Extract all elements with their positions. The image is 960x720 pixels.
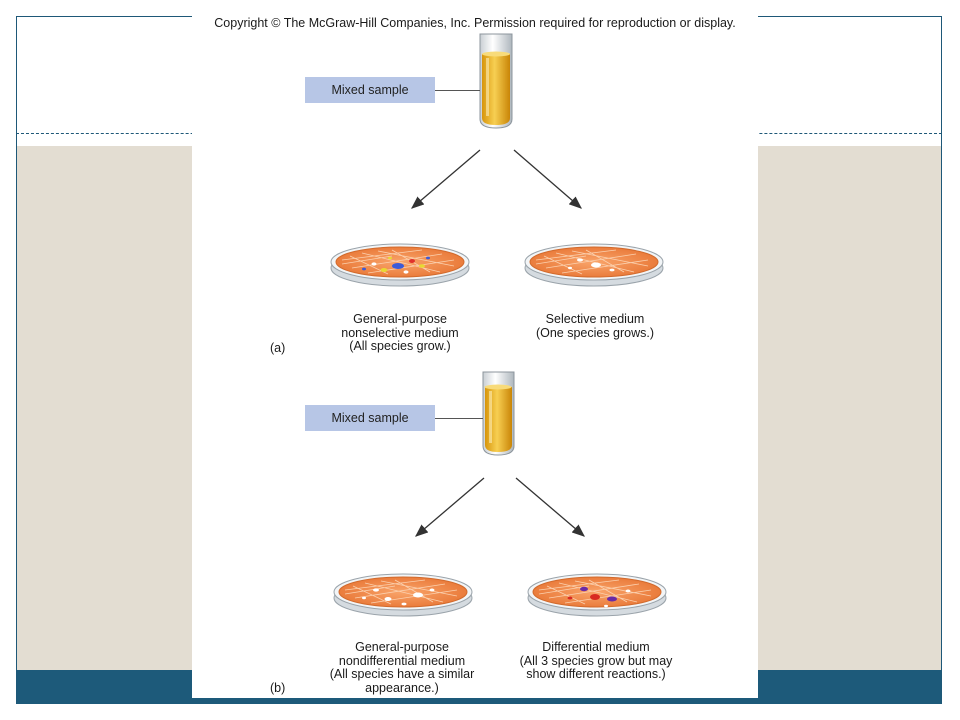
test-tube-a — [479, 33, 513, 129]
caption-differential: Differential medium (All 3 species grow … — [519, 640, 673, 681]
arrow-b-right — [515, 477, 585, 537]
caption-nondifferential: General-purpose nondifferential medium (… — [329, 640, 475, 695]
caption-nonselective: General-purpose nonselective medium (All… — [341, 312, 459, 353]
label-connector-a — [435, 90, 480, 91]
arrow-a-left — [411, 149, 481, 209]
caption-selective: Selective medium (One species grows.) — [535, 312, 655, 340]
petri-dish-differential — [527, 573, 667, 617]
mixed-sample-label-a: Mixed sample — [305, 77, 435, 103]
copyright-notice: Copyright © The McGraw-Hill Companies, I… — [214, 16, 736, 30]
mixed-sample-label-b: Mixed sample — [305, 405, 435, 431]
petri-dish-nonselective — [330, 243, 470, 287]
panel-b-label: (b) — [270, 681, 286, 695]
media-figure: Copyright © The McGraw-Hill Companies, I… — [192, 14, 758, 698]
petri-dish-nondifferential — [333, 573, 473, 617]
panel-a-label: (a) — [270, 341, 286, 355]
arrow-a-right — [513, 149, 582, 209]
figure-drawing — [330, 33, 667, 617]
label-connector-b — [435, 418, 483, 419]
petri-dish-selective — [524, 243, 664, 287]
test-tube-b — [482, 371, 515, 456]
arrow-b-left — [415, 477, 485, 537]
